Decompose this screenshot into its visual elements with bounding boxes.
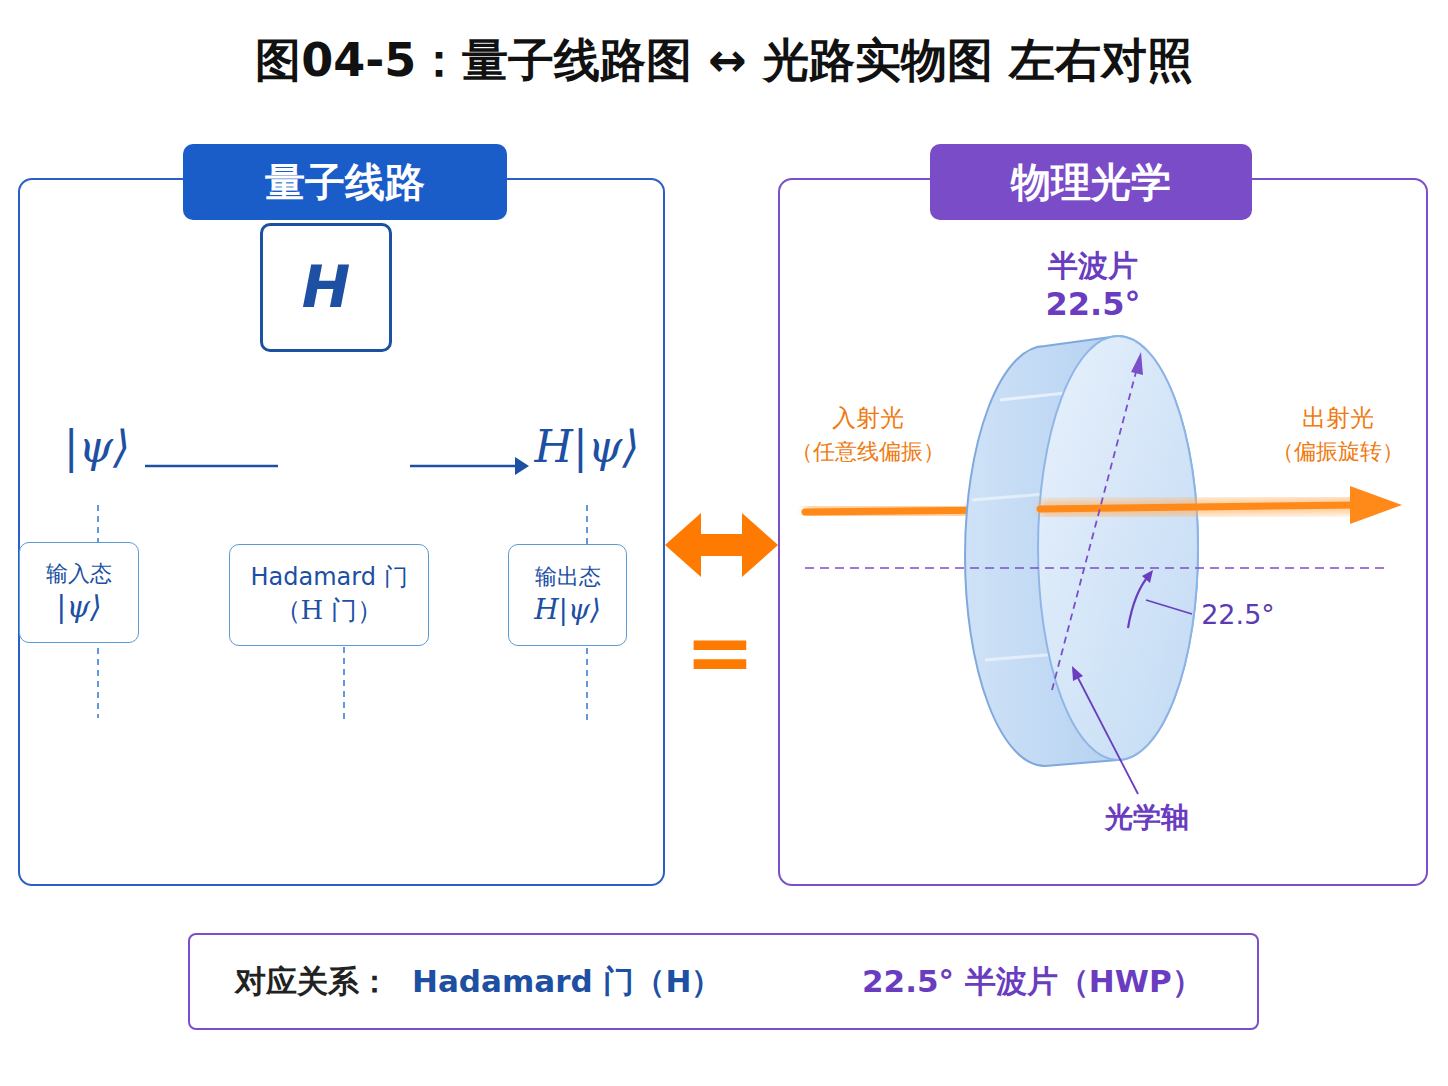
- beam-note: （任意线偏振）: [791, 440, 945, 464]
- axis-label: 光学轴: [1105, 803, 1189, 834]
- hadamard-gate: H: [260, 223, 392, 352]
- angle-value: 22.5°: [1046, 287, 1141, 322]
- wire-arrowhead: [515, 457, 529, 475]
- node-heading: H: [302, 254, 351, 321]
- node-heading: Hadamard 门: [250, 564, 407, 592]
- input-state-box: 输入态 |ψ⟩: [19, 542, 139, 643]
- gate-label-box: Hadamard 门 （H 门）: [229, 544, 429, 646]
- state-label: |ψ⟩: [64, 423, 131, 471]
- double-arrow-connector: [665, 534, 778, 556]
- state-label: H|ψ⟩: [535, 423, 640, 471]
- optics-panel: 物理光学: [778, 178, 1428, 886]
- equals-sign: =: [685, 606, 755, 698]
- waveplate-face: [1038, 336, 1198, 760]
- beam-label: 出射光: [1302, 405, 1374, 431]
- diagram-title: 图04-5：量子线路图 ↔ 光路实物图 左右对照: [0, 30, 1448, 92]
- node-heading: 对应关系：: [235, 964, 390, 1000]
- beam-glow: [1040, 505, 1360, 509]
- node-text: H|ψ⟩: [534, 594, 601, 626]
- output-state-box: 输出态 H|ψ⟩: [508, 544, 627, 646]
- node-heading: 物理光学: [930, 144, 1252, 220]
- node-text: Hadamard 门（H）: [412, 964, 722, 1000]
- node-text: |ψ⟩: [56, 590, 101, 625]
- waveplate-highlight: [985, 654, 1058, 660]
- component-label: 半波片: [1048, 249, 1138, 282]
- axis-arrowhead: [1131, 352, 1143, 375]
- beam-note: （偏振旋转）: [1272, 440, 1404, 464]
- axis-leader: [1077, 676, 1138, 794]
- waveplate-body: [965, 336, 1198, 766]
- qubit-wire: [145, 465, 278, 468]
- angle-leader: [1146, 600, 1192, 614]
- optical-axis: [1052, 372, 1136, 690]
- angle-value: 22.5°: [1201, 600, 1275, 630]
- node-heading: 量子线路: [183, 144, 507, 220]
- qubit-wire: [410, 465, 518, 468]
- node-heading: 输出态: [535, 564, 601, 589]
- beam-label: 入射光: [832, 405, 904, 431]
- node-heading: 输入态: [46, 561, 112, 586]
- outgoing-beam: [1040, 505, 1358, 509]
- leader-arrowhead: [1072, 666, 1083, 681]
- beam-arrowhead: [1350, 486, 1402, 524]
- correspondence-box: 对应关系： Hadamard 门（H） 22.5° 半波片（HWP）: [188, 933, 1259, 1030]
- circuit-panel: 量子线路H输入态|ψ⟩Hadamard 门（H 门）输出态H|ψ⟩: [18, 178, 665, 886]
- waveplate-highlight: [972, 494, 1045, 500]
- node-text: （H 门）: [275, 596, 384, 626]
- reference-line: [805, 567, 1390, 569]
- angle-arrowhead: [1142, 570, 1153, 583]
- node-text: 22.5° 半波片（HWP）: [862, 964, 1203, 1000]
